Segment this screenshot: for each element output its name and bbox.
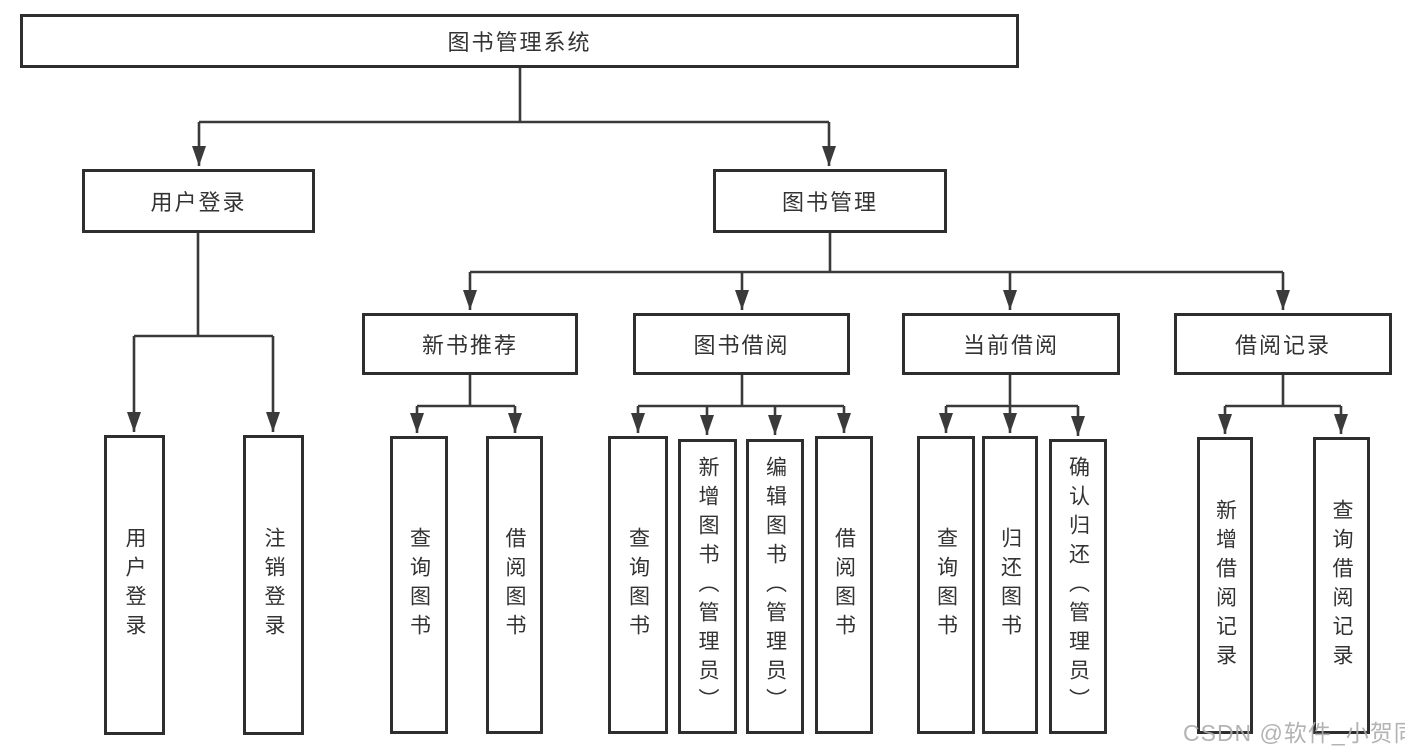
node-cb-query-book: 查询图书: [917, 436, 975, 734]
node-label: 查询图书: [626, 527, 650, 643]
connector-book-mgmt-feed: [470, 233, 1283, 274]
node-label: 归还图书: [998, 527, 1022, 643]
node-bb-query-book: 查询图书: [608, 436, 668, 734]
node-label: 编辑图书（管理员）: [763, 456, 787, 717]
node-label: 查询图书: [407, 527, 431, 643]
node-label: 查询借阅记录: [1330, 498, 1353, 673]
node-br-query-record: 查询借阅记录: [1313, 437, 1370, 734]
node-bb-borrow-book: 借阅图书: [815, 436, 873, 734]
node-label: 新书推荐: [421, 333, 518, 358]
node-new-book-recommend: 新书推荐: [362, 313, 578, 375]
node-label: 图书管理系统: [447, 30, 592, 55]
node-cb-return-book: 归还图书: [982, 436, 1038, 734]
node-label: 图书借阅: [693, 333, 790, 358]
node-book-management: 图书管理: [713, 169, 947, 233]
node-br-add-record: 新增借阅记录: [1197, 437, 1253, 734]
node-user-login: 用户登录: [82, 169, 315, 233]
node-label: 借阅图书: [832, 527, 856, 643]
node-logout-leaf: 注销登录: [243, 435, 304, 735]
connector-borrow-record-feed: [1225, 375, 1341, 408]
node-label: 借阅图书: [503, 527, 526, 643]
node-label: 注销登录: [262, 527, 285, 643]
node-book-borrow: 图书借阅: [633, 313, 850, 375]
connector-new-book-feed: [417, 375, 515, 408]
node-label: 当前借阅: [962, 333, 1059, 358]
node-current-borrow: 当前借阅: [902, 313, 1120, 375]
connector-root-feed: [199, 68, 829, 124]
node-bb-edit-book-admin: 编辑图书（管理员）: [746, 439, 804, 734]
node-user-login-leaf: 用户登录: [104, 435, 165, 735]
node-label: 新增图书（管理员）: [696, 456, 719, 717]
connector-current-borrow-feed: [946, 375, 1078, 408]
node-label: 用户登录: [123, 527, 146, 643]
node-cb-confirm-return-admin: 确认归还（管理员）: [1049, 439, 1107, 734]
node-nb-borrow-book: 借阅图书: [486, 436, 543, 734]
node-label: 新增借阅记录: [1213, 498, 1237, 673]
connector-user-login-feed: [134, 233, 273, 338]
node-label: 图书管理: [781, 190, 878, 215]
node-label: 借阅记录: [1234, 333, 1331, 358]
node-label: 查询图书: [934, 527, 958, 643]
connector-book-borrow-feed: [638, 375, 844, 408]
node-bb-add-book-admin: 新增图书（管理员）: [678, 439, 737, 734]
node-label: 用户登录: [150, 190, 247, 215]
csdn-watermark: CSDN @软件_小贺同学: [1183, 720, 1405, 746]
node-nb-query-book: 查询图书: [390, 436, 448, 734]
node-book-management-system: 图书管理系统: [20, 14, 1019, 68]
node-borrow-record: 借阅记录: [1174, 313, 1392, 375]
node-label: 确认归还（管理员）: [1066, 456, 1090, 717]
